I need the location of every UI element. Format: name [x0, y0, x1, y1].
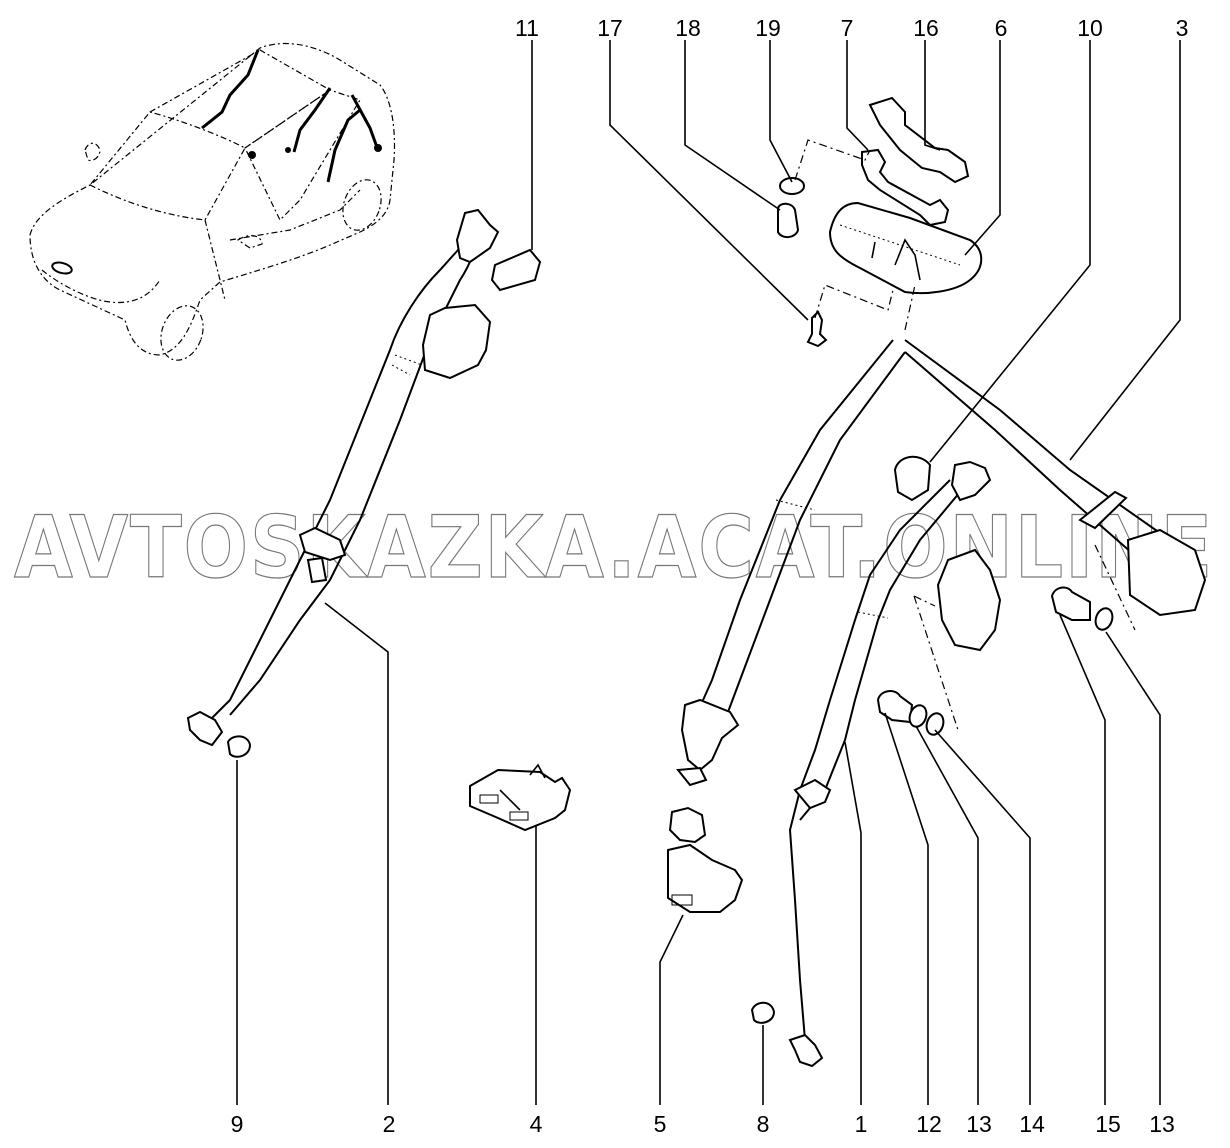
rear-seat-belt-part-2: [186, 208, 500, 747]
part-12-bolt: [876, 690, 914, 724]
callout-9[interactable]: 9: [231, 1111, 244, 1137]
part-14-washer: [925, 712, 945, 736]
part-13-washer-b: [1094, 607, 1114, 631]
callout-17[interactable]: 17: [597, 15, 623, 41]
callout-3[interactable]: 3: [1176, 15, 1189, 41]
part-18-bolt: [777, 202, 800, 238]
part-5-buckle: [667, 806, 744, 913]
part-16-bracket: [868, 96, 970, 184]
part-8-cap: [750, 1001, 776, 1024]
callout-5[interactable]: 5: [654, 1111, 667, 1137]
callout-15[interactable]: 15: [1095, 1111, 1121, 1137]
callout-labels-bottom: 9 2 4 5 8 1 12 13 14 15 13: [231, 1111, 1175, 1137]
part-10-cap: [893, 455, 932, 502]
callout-19[interactable]: 19: [755, 15, 781, 41]
part-13-washer-a: [908, 704, 928, 728]
front-seat-belt-part-1: [788, 460, 1002, 1068]
callout-11[interactable]: 11: [515, 15, 539, 41]
car-overview-illustration: [29, 42, 396, 361]
callout-10[interactable]: 10: [1077, 15, 1103, 41]
part-4-double-buckle: [469, 763, 572, 832]
callout-2[interactable]: 2: [383, 1111, 396, 1137]
callout-8[interactable]: 8: [757, 1111, 770, 1137]
callout-1[interactable]: 1: [855, 1111, 868, 1137]
front-seat-belt-part-3: [676, 339, 1207, 787]
part-11-cap: [490, 248, 542, 292]
callout-labels-top: 11 17 18 19 7 16 6 10 3: [515, 15, 1188, 41]
callout-14[interactable]: 14: [1019, 1111, 1045, 1137]
callout-12[interactable]: 12: [916, 1111, 942, 1137]
callout-16[interactable]: 16: [913, 15, 939, 41]
part-7-bracket: [861, 148, 950, 227]
part-15-bolt: [1050, 586, 1091, 621]
watermark-text: AVTOSKAZKA.ACAT.ONLINE: [14, 498, 1214, 598]
leader-lines: [236, 40, 1181, 1105]
part-19-washer: [779, 177, 805, 195]
part-17-screw: [806, 310, 828, 348]
part-6-trim-cover: [828, 201, 983, 295]
callout-7[interactable]: 7: [841, 15, 854, 41]
part-9-cap: [226, 735, 252, 758]
callout-13a[interactable]: 13: [966, 1111, 992, 1137]
callout-4[interactable]: 4: [530, 1111, 543, 1137]
callout-6[interactable]: 6: [995, 15, 1008, 41]
callout-18[interactable]: 18: [675, 15, 701, 41]
callout-13b[interactable]: 13: [1149, 1111, 1175, 1137]
